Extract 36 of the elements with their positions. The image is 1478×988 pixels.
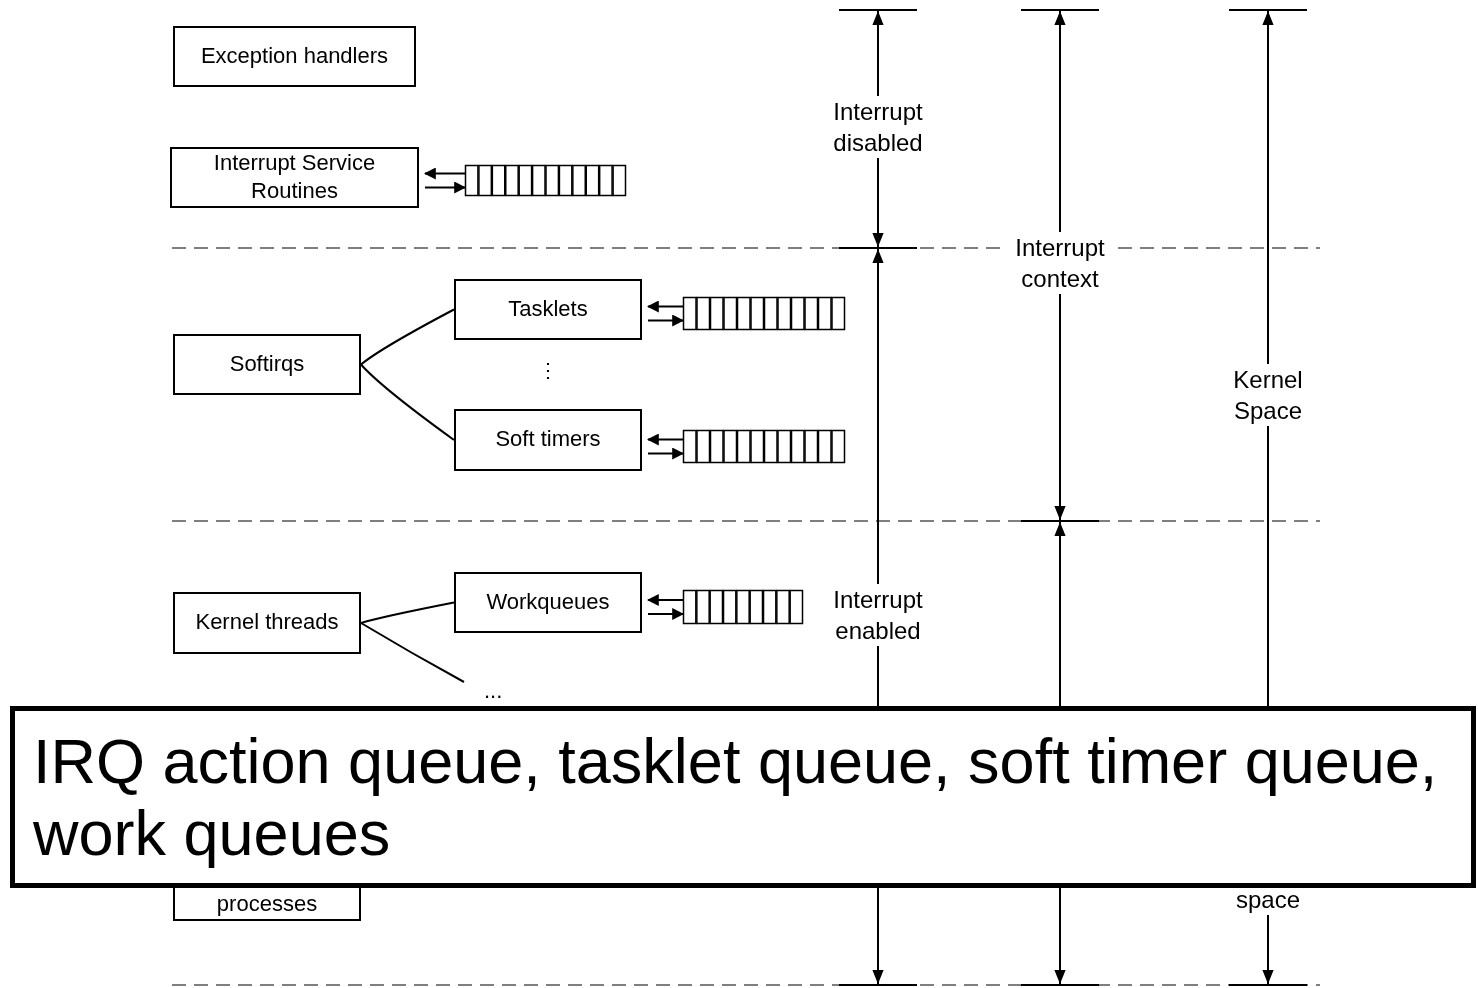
queue-drawing — [683, 590, 803, 624]
box-label: Exception handlers — [200, 41, 389, 70]
process-box — [173, 26, 416, 87]
connector-line — [360, 601, 455, 624]
box-label: Workqueues — [486, 587, 610, 616]
box-label: Soft timers — [495, 425, 601, 453]
process-box — [173, 592, 361, 654]
arrow — [647, 314, 685, 327]
arrow — [646, 594, 684, 606]
caption-text: IRQ action queue, tasklet queue, soft timer queue, work queues — [33, 724, 1439, 870]
arrow — [424, 181, 467, 194]
process-box — [173, 888, 361, 921]
connector-line — [360, 622, 465, 683]
ellipsis-mark: ⋮ — [538, 360, 558, 380]
arrow — [646, 433, 684, 446]
queue-drawing — [465, 165, 626, 196]
process-box — [454, 572, 642, 633]
box-label: Kernel threads — [195, 608, 339, 636]
arrow — [647, 608, 685, 620]
caption-box — [10, 706, 1476, 888]
connector-line — [360, 363, 455, 441]
queue-drawing — [683, 430, 845, 463]
arrow — [423, 167, 466, 180]
process-box — [454, 409, 642, 471]
process-box — [173, 334, 361, 395]
process-box — [454, 279, 642, 340]
box-label: Interrupt Service Routines — [212, 149, 377, 204]
box-label: Softirqs — [229, 349, 305, 378]
process-box — [170, 147, 419, 208]
box-label: processes — [216, 889, 318, 917]
arrow — [646, 300, 684, 313]
arrow — [647, 447, 685, 460]
box-label: Tasklets — [508, 294, 588, 323]
queue-drawing — [683, 297, 845, 330]
ellipsis-text: ... — [484, 680, 503, 702]
connector-line — [360, 308, 455, 366]
